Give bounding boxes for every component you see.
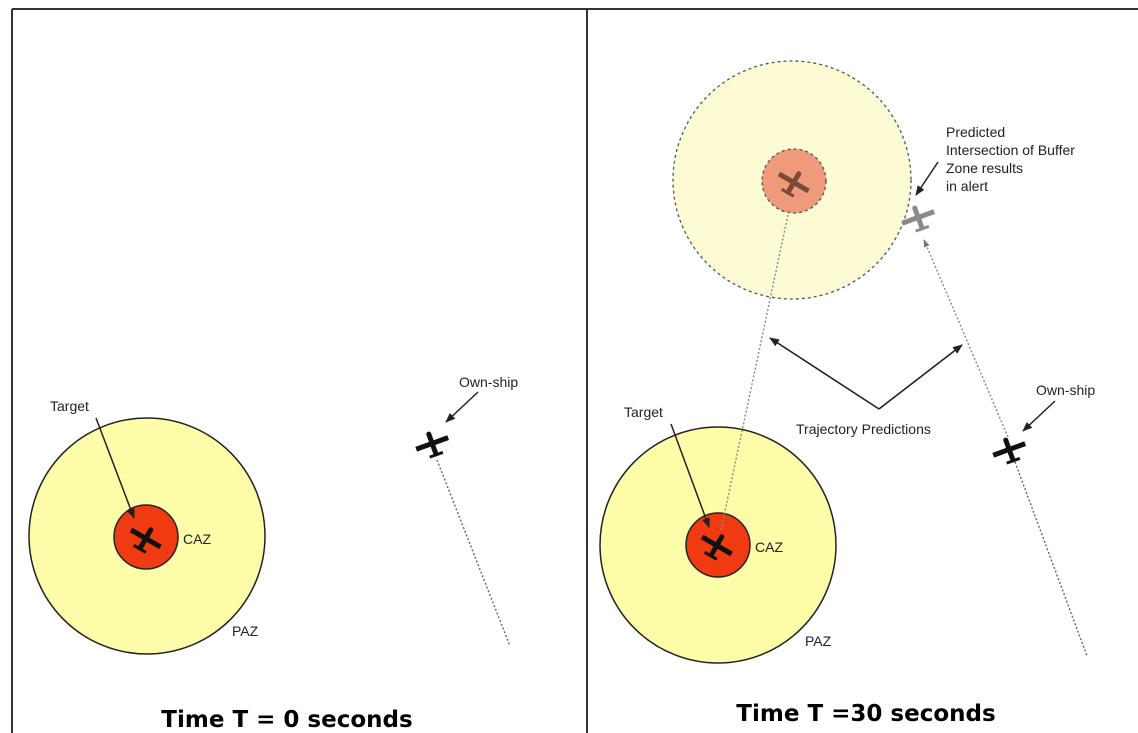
ownship-label: Own-ship <box>1036 382 1095 398</box>
prediction-note-arrow <box>915 161 939 196</box>
left-panel: Target CAZ PAZ Own-ship Time T = 0 secon… <box>28 374 518 733</box>
target-label: Target <box>624 404 663 420</box>
trajectory-predictions-label: Trajectory Predictions <box>796 421 931 437</box>
target-label: Target <box>50 398 89 414</box>
trajectory-arrow-left <box>769 337 880 410</box>
ownship-label: Own-ship <box>459 374 518 390</box>
ownship-pointer-arrow <box>1022 400 1056 432</box>
prediction-note-line: Intersection of Buffer <box>946 142 1075 158</box>
prediction-note-line: Predicted <box>946 124 1005 140</box>
time-caption: Time T = 0 seconds <box>161 707 412 733</box>
prediction-note-line: Zone results <box>946 160 1023 176</box>
ownship-track <box>1014 461 1088 657</box>
ownship-trajectory-prediction <box>923 239 1009 438</box>
target-trajectory-prediction <box>720 209 790 531</box>
prediction-note-line: in alert <box>946 178 988 194</box>
target-pointer-arrow <box>670 423 710 528</box>
caz-label: CAZ <box>183 531 211 547</box>
ownship-aircraft-icon <box>988 431 1030 468</box>
panel-frame <box>11 8 1138 733</box>
caz-label: CAZ <box>755 539 783 555</box>
time-caption: Time T =30 seconds <box>736 701 995 727</box>
target-pointer-arrow <box>95 417 135 519</box>
ownship-track <box>436 459 511 647</box>
prediction-note: Predicted Intersection of Buffer Zone re… <box>946 124 1079 194</box>
paz-label: PAZ <box>232 623 259 639</box>
ownship-aircraft-icon <box>411 425 453 462</box>
ownship-pointer-arrow <box>445 391 479 423</box>
right-panel: Target CAZ PAZ Own-ship Predicted Inters… <box>599 60 1095 727</box>
paz-label: PAZ <box>805 633 832 649</box>
trajectory-arrow-right <box>878 344 963 410</box>
